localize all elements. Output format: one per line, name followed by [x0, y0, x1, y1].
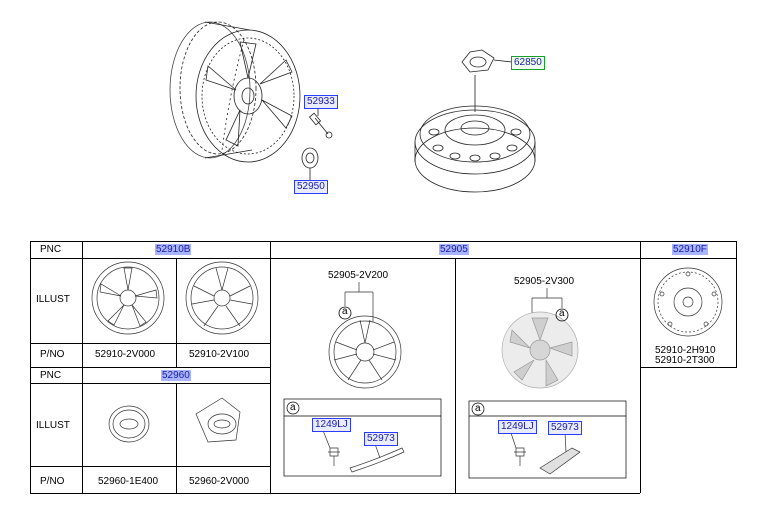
wheel-variant-2v200: 52905-2V200 [328, 270, 389, 281]
kit-box-2-marker: a [475, 403, 481, 414]
kit-2-bolt-code: 1249LJ [498, 420, 537, 434]
kit-box-2 [468, 400, 627, 479]
kit-1-trim-code: 52973 [364, 432, 398, 446]
center-cap-drawing [461, 49, 513, 73]
kit-2-trim-code: 52973 [548, 421, 582, 435]
row-label-illust: ILLUST [36, 294, 70, 305]
wheel-2v300-drawing [501, 288, 579, 389]
part-number-alloy-2: 52910-2V100 [189, 349, 250, 360]
row-label-pnc-2: PNC [40, 370, 62, 381]
pnc-code-spare: 52910F [672, 244, 708, 255]
pnc-code-cap: 52960 [161, 370, 191, 381]
kit-marker-2v300: a [559, 308, 565, 319]
wheel-cap-drawing [301, 147, 319, 180]
kit-box-1-marker: a [290, 402, 296, 413]
part-number-alloy-1: 52910-2V000 [95, 349, 156, 360]
alloy-wheel-drawing [169, 21, 301, 163]
part-number-cap-1: 52960-1E400 [98, 476, 159, 487]
pnc-code-alloy: 52910B [155, 244, 192, 255]
row-label-pno: P/NO [40, 349, 65, 360]
spare-wheel-drawing [653, 267, 723, 337]
alloy-wheel-1-drawing [91, 261, 165, 335]
exploded-view-drawing [169, 21, 536, 193]
kit-marker-2v200: a [342, 306, 348, 317]
row-label-pno-2: P/NO [40, 476, 65, 487]
callout-52950: 52950 [294, 180, 328, 194]
kit-1-bolt-code: 1249LJ [312, 418, 351, 432]
alloy-wheel-2-drawing [185, 261, 259, 335]
cap-1-drawing [108, 405, 150, 443]
cap-2-drawing [195, 397, 241, 443]
row-label-illust-2: ILLUST [36, 420, 70, 431]
part-number-spare-2: 52910-2T300 [655, 355, 715, 366]
part-number-cap-2: 52960-2V000 [189, 476, 250, 487]
steel-wheel-drawing [414, 75, 536, 193]
part-number-spare-1: 52910-2H910 [655, 345, 716, 356]
wheel-variant-2v300: 52905-2V300 [514, 276, 575, 287]
row-label-pnc: PNC [40, 244, 62, 255]
callout-52933: 52933 [304, 95, 338, 109]
pnc-code-wheel: 52905 [439, 244, 469, 255]
wheel-2v200-drawing [328, 282, 402, 389]
callout-62850: 62850 [511, 56, 545, 70]
